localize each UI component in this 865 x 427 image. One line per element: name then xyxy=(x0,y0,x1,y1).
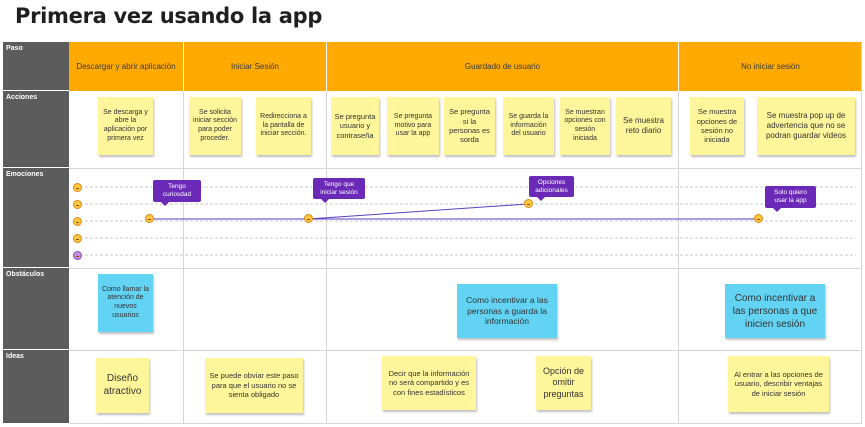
row-label-ideas: Ideas xyxy=(3,350,69,424)
emotion-point-icon xyxy=(524,199,533,208)
obstacle-note-guardar-info: Como incentivar a las personas a guarda … xyxy=(457,284,557,338)
phase-descargar: Descargar y abrir aplicación xyxy=(69,42,183,91)
neutral-face-icon xyxy=(73,217,82,226)
phase-guardado-usuario: Guardado de usuario xyxy=(327,42,678,91)
action-note-sorda: Se pregunta si la personas es sorda xyxy=(444,97,495,155)
page-title: Primera vez usando la app xyxy=(15,4,323,28)
row-divider xyxy=(69,423,862,424)
action-note-reto-diario: Se muestra reto diario xyxy=(616,97,671,155)
action-note-guarda-info: Se guarda la información del usuario xyxy=(503,97,554,155)
idea-note-informacion: Decir que la información no será compart… xyxy=(382,356,476,410)
obstacle-note-iniciar-sesion: Como incentivar a las personas a que ini… xyxy=(725,284,825,338)
emotion-point-icon xyxy=(754,214,763,223)
row-divider xyxy=(69,168,862,169)
row-label-acciones: Acciones xyxy=(3,91,69,168)
idea-note-omitir: Opción de omitir preguntas xyxy=(536,356,591,410)
emotion-bubble-opciones: Opciones adicionales xyxy=(529,176,574,201)
row-label-emociones: Emociones xyxy=(3,168,69,268)
idea-note-obviar-paso: Se puede obviar este paso para que el us… xyxy=(205,358,303,413)
row-label-paso: Paso xyxy=(3,42,69,91)
column-divider xyxy=(183,91,184,424)
emotion-point-icon xyxy=(304,214,313,223)
phase-iniciar-sesion: Iniciar Sesión xyxy=(184,42,326,91)
happy-face-icon xyxy=(73,200,82,209)
phase-no-iniciar-sesion: No iniciar sesión xyxy=(679,42,862,91)
row-divider xyxy=(69,268,862,269)
emotion-segment xyxy=(307,203,529,220)
very-sad-face-icon xyxy=(73,251,82,260)
column-divider xyxy=(861,42,862,424)
obstacle-note-atencion: Como llamar la atención de nuevos usuari… xyxy=(98,274,153,332)
idea-note-ventajas: Al entrar a las opciones de usuario, des… xyxy=(728,356,829,412)
action-note-pop-up: Se muestra pop up de advertencia que no … xyxy=(757,97,855,155)
action-note-opciones-no-iniciada: Se muestra opciones de sesión no iniciad… xyxy=(690,97,744,155)
emotion-point-icon xyxy=(145,214,154,223)
emotion-bubble-iniciar-sesion: Tengo que iniciar sesión xyxy=(313,178,365,203)
emotion-bubble-curiosidad: Tengo curiosdad xyxy=(153,180,201,206)
sad-face-icon xyxy=(73,234,82,243)
very-happy-face-icon xyxy=(73,183,82,192)
idea-note-diseno: Diseño atractivo xyxy=(96,358,149,413)
column-divider xyxy=(326,91,327,424)
action-note-redirecciona: Redirecciona a la pantalla de iniciar se… xyxy=(256,97,311,155)
row-label-obstaculos: Obstáculos xyxy=(3,268,69,350)
action-note-motivo: Se pregunta motivo para usar la app xyxy=(387,97,439,155)
column-divider xyxy=(678,91,679,424)
action-note-opciones-sesion: Se muestran opciones con sesión iniciada xyxy=(560,97,610,155)
action-note-descarga: Se descarga y abre la aplicación por pri… xyxy=(98,97,153,155)
emotion-bubble-solo-app: Solo quiero usar la app xyxy=(765,186,816,212)
row-divider xyxy=(69,350,862,351)
action-note-usuario-contrasena: Se pregunta usuario y contraseña xyxy=(331,97,379,155)
action-note-solicita-sesion: Se solicita iniciar sección para poder p… xyxy=(189,97,241,155)
